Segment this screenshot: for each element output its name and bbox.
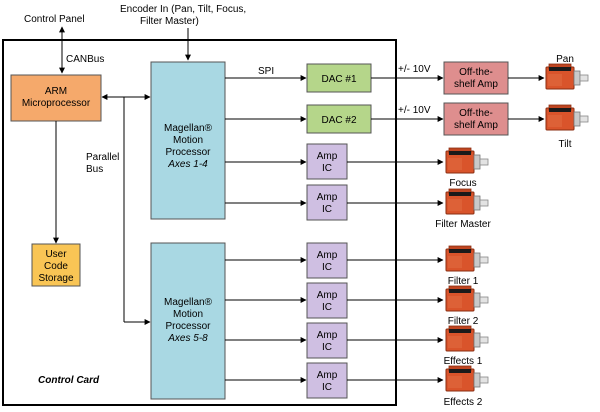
svg-text:Processor: Processor bbox=[165, 321, 211, 332]
svg-text:IC: IC bbox=[322, 204, 332, 215]
svg-text:ARM: ARM bbox=[45, 86, 67, 97]
svg-text:shelf Amp: shelf Amp bbox=[454, 120, 498, 131]
effects-2-motor-icon bbox=[445, 365, 489, 392]
tilt-motor-icon bbox=[545, 104, 589, 131]
svg-text:Off-the-: Off-the- bbox=[459, 108, 493, 119]
amp-ic-2: Amp IC bbox=[306, 184, 348, 221]
encoder-label-line2: Filter Master) bbox=[140, 16, 199, 27]
svg-text:Motion: Motion bbox=[173, 309, 203, 320]
svg-text:IC: IC bbox=[322, 163, 332, 174]
dac-1: DAC #1 bbox=[306, 63, 372, 93]
svg-text:IC: IC bbox=[322, 382, 332, 393]
parallel-bus-label-line1: Parallel bbox=[86, 152, 119, 163]
svg-text:Axes 1-4: Axes 1-4 bbox=[167, 159, 208, 170]
off-the-shelf-amp-1: Off-the- shelf Amp bbox=[443, 61, 509, 95]
svg-text:Processor: Processor bbox=[165, 147, 211, 158]
amp-ic-5: Amp IC bbox=[306, 322, 348, 359]
svg-text:Amp: Amp bbox=[317, 370, 338, 381]
svg-text:shelf Amp: shelf Amp bbox=[454, 79, 498, 90]
amp-ic-3: Amp IC bbox=[306, 242, 348, 279]
svg-text:Motion: Motion bbox=[173, 135, 203, 146]
filter-master-motor-icon bbox=[445, 188, 489, 215]
parallel-bus-label-line2: Bus bbox=[86, 164, 103, 175]
svg-text:Off-the-: Off-the- bbox=[459, 67, 493, 78]
magellan-processor-axes-5-8: Magellan® Motion Processor Axes 5-8 bbox=[150, 242, 226, 400]
svg-text:Amp: Amp bbox=[317, 250, 338, 261]
svg-text:Amp: Amp bbox=[317, 151, 338, 162]
svg-text:Code: Code bbox=[44, 261, 68, 272]
amp-ic-6: Amp IC bbox=[306, 362, 348, 399]
motor-label-tilt: Tilt bbox=[559, 139, 572, 150]
svg-text:Amp: Amp bbox=[317, 192, 338, 203]
off-the-shelf-amp-2: Off-the- shelf Amp bbox=[443, 102, 509, 136]
dac-2: DAC #2 bbox=[306, 104, 372, 134]
svg-text:DAC #2: DAC #2 bbox=[321, 115, 356, 126]
amp-ic-4: Amp IC bbox=[306, 282, 348, 319]
motor-label-filter-master: Filter Master bbox=[435, 219, 491, 230]
motor-label-filter-2: Filter 2 bbox=[448, 316, 479, 327]
amp-ic-1: Amp IC bbox=[306, 143, 348, 180]
magellan-processor-axes-1-4: Magellan® Motion Processor Axes 1-4 bbox=[150, 61, 226, 220]
filter-1-motor-icon bbox=[445, 245, 489, 272]
svg-text:IC: IC bbox=[322, 302, 332, 313]
control-panel-label: Control Panel bbox=[24, 14, 85, 25]
svg-text:IC: IC bbox=[322, 262, 332, 273]
svg-text:User: User bbox=[45, 249, 67, 260]
svg-text:Amp: Amp bbox=[317, 330, 338, 341]
motor-label-filter-1: Filter 1 bbox=[448, 276, 479, 287]
svg-text:Magellan®: Magellan® bbox=[164, 123, 213, 134]
svg-text:Axes 5-8: Axes 5-8 bbox=[167, 333, 208, 344]
voltage-label-2: +/- 10V bbox=[398, 105, 431, 116]
svg-text:IC: IC bbox=[322, 342, 332, 353]
canbus-label: CANBus bbox=[66, 54, 104, 65]
voltage-label-1: +/- 10V bbox=[398, 64, 431, 75]
motor-label-focus: Focus bbox=[449, 178, 476, 189]
motor-label-pan: Pan bbox=[556, 54, 574, 65]
encoder-label-line1: Encoder In (Pan, Tilt, Focus, bbox=[120, 4, 246, 15]
svg-text:Magellan®: Magellan® bbox=[164, 297, 213, 308]
control-card-border bbox=[2, 39, 397, 406]
focus-motor-icon bbox=[445, 147, 489, 174]
control-card-label: Control Card bbox=[38, 375, 100, 386]
motor-label-effects-2: Effects 2 bbox=[444, 397, 483, 408]
svg-text:Storage: Storage bbox=[38, 273, 73, 284]
arm-microprocessor: ARM Microprocessor bbox=[10, 74, 102, 122]
svg-text:DAC #1: DAC #1 bbox=[321, 74, 356, 85]
pan-motor-icon bbox=[545, 63, 589, 90]
svg-text:Microprocessor: Microprocessor bbox=[22, 98, 91, 109]
effects-1-motor-icon bbox=[445, 325, 489, 352]
svg-text:Amp: Amp bbox=[317, 290, 338, 301]
spi-label: SPI bbox=[258, 66, 274, 77]
user-code-storage: User Code Storage bbox=[31, 243, 81, 287]
motor-label-effects-1: Effects 1 bbox=[444, 356, 483, 367]
filter-2-motor-icon bbox=[445, 285, 489, 312]
